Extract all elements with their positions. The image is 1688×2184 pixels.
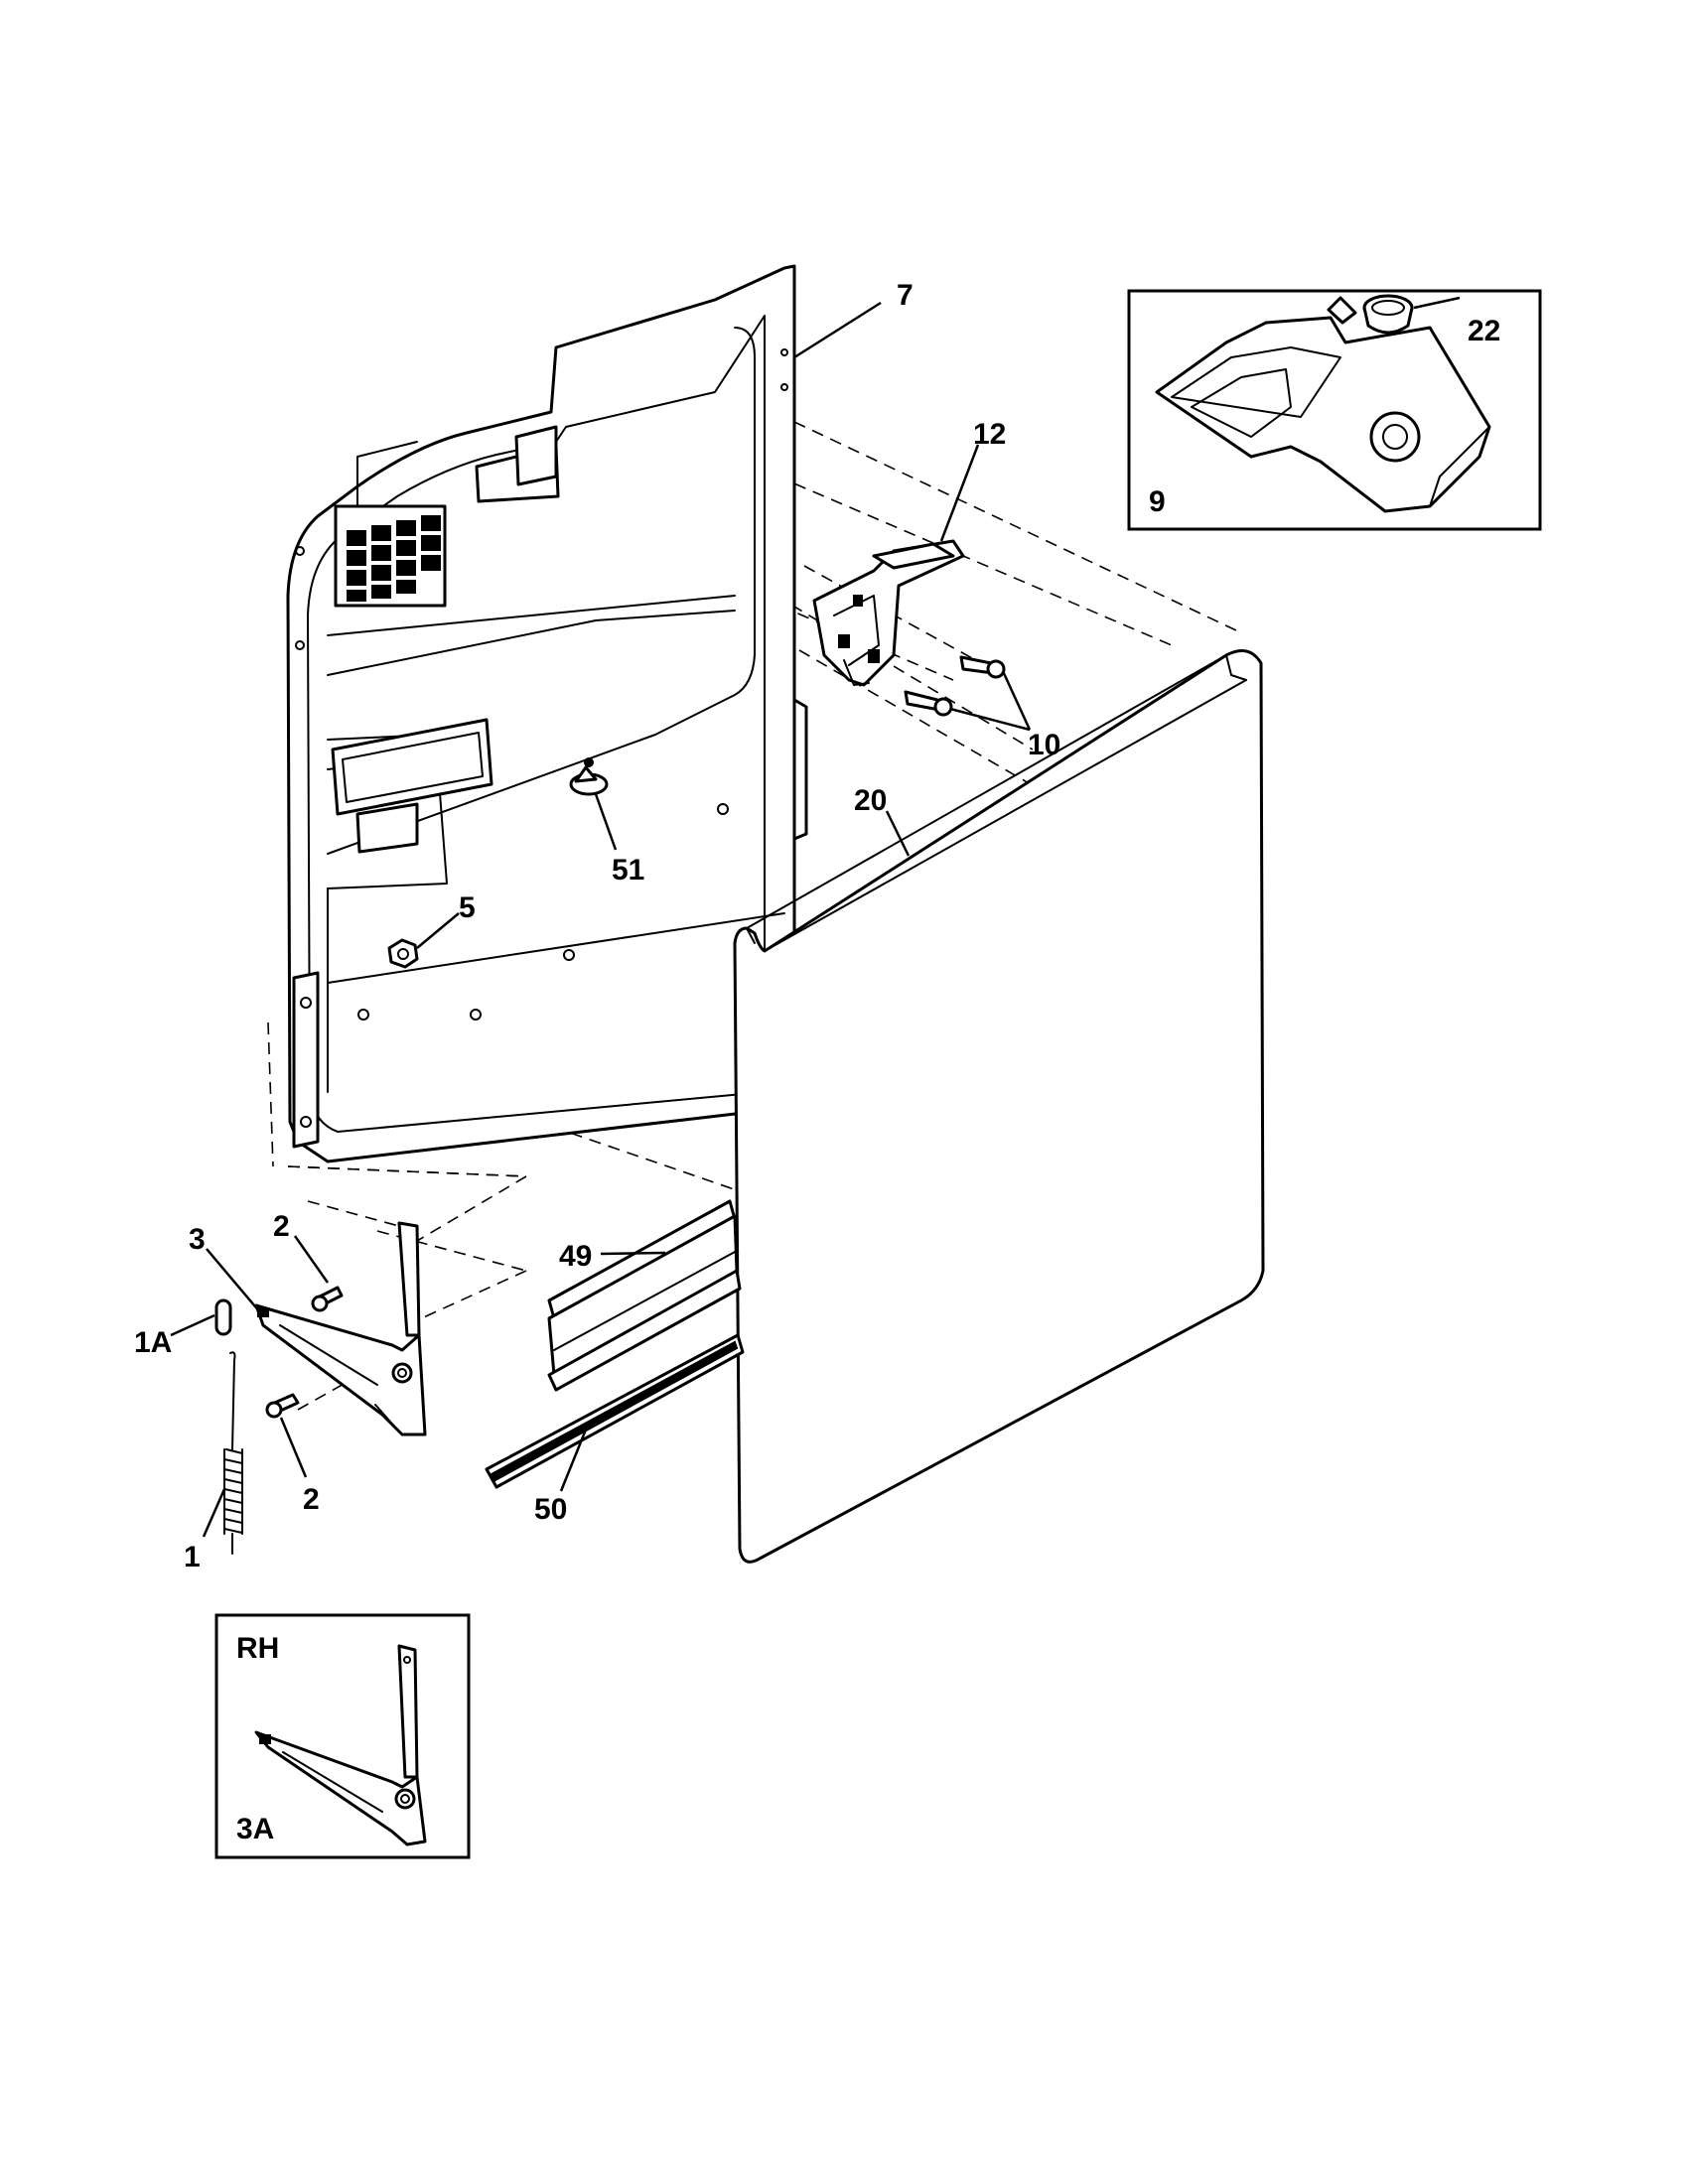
label-part-9: 9 xyxy=(1149,485,1166,518)
door-gasket xyxy=(485,1333,745,1489)
label-part-51: 51 xyxy=(612,854,644,887)
door-latch xyxy=(812,539,965,687)
label-part-50: 50 xyxy=(534,1493,567,1526)
label-part-10: 10 xyxy=(1028,729,1060,761)
label-part-5: 5 xyxy=(459,891,476,924)
label-part-1a: 1A xyxy=(134,1326,172,1359)
door-spring xyxy=(223,1351,243,1555)
label-part-7: 7 xyxy=(897,279,914,312)
latch-screws xyxy=(904,655,1006,717)
vent-grille xyxy=(347,515,441,602)
label-part-20: 20 xyxy=(854,784,887,817)
spring-link xyxy=(214,1298,232,1336)
label-part-12: 12 xyxy=(973,418,1006,451)
dispenser-cap xyxy=(1362,294,1414,335)
hex-nut xyxy=(387,938,419,969)
label-part-22: 22 xyxy=(1468,315,1500,347)
label-rh: RH xyxy=(236,1632,279,1665)
door-plug xyxy=(569,757,609,796)
hinge-bracket-right xyxy=(254,1644,427,1846)
hinge-screws xyxy=(265,1286,344,1419)
door-trim xyxy=(547,1199,742,1392)
label-part-3: 3 xyxy=(189,1223,206,1256)
label-part-2-upper: 2 xyxy=(273,1210,290,1243)
label-part-49: 49 xyxy=(559,1240,592,1273)
label-part-1: 1 xyxy=(184,1541,201,1573)
rh-hinge-inset-box xyxy=(214,1613,471,1859)
hinge-bracket-left xyxy=(254,1221,427,1436)
dispenser-inset-box xyxy=(1127,289,1542,531)
detergent-dispenser xyxy=(1155,296,1491,513)
inner-door-panel xyxy=(286,264,808,1163)
label-part-2-lower: 2 xyxy=(303,1483,320,1516)
label-part-3a: 3A xyxy=(236,1813,274,1845)
outer-door-panel xyxy=(733,649,1265,1564)
